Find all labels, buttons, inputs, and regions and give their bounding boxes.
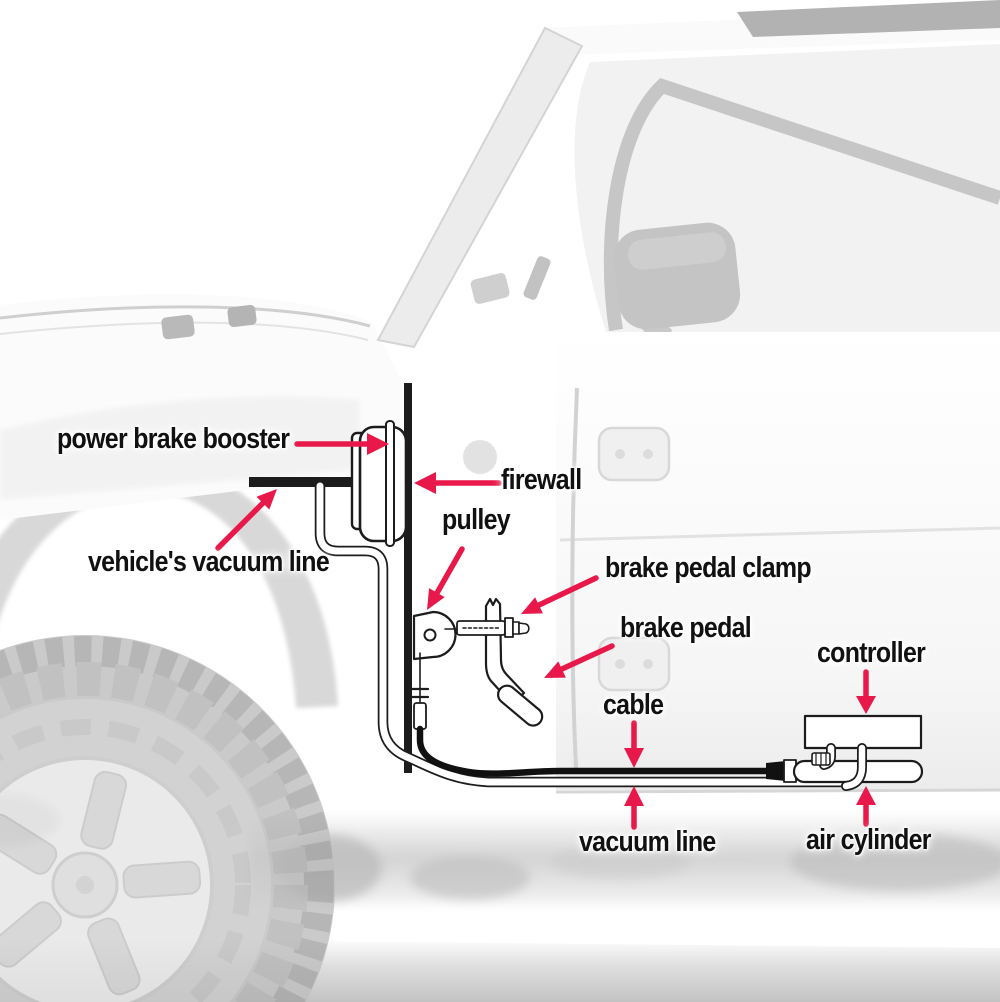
door-window-frame <box>603 78 1000 332</box>
arrow-firewall <box>414 472 502 494</box>
fender-flare <box>0 461 338 708</box>
label-air-cylinder: air cylinder <box>806 824 932 856</box>
cable-end-connector <box>766 761 786 781</box>
air-fitting <box>811 752 831 766</box>
roof-rail <box>737 0 1000 37</box>
vehicles-vacuum-line-bar <box>249 477 363 487</box>
rocker-line <box>555 788 1000 794</box>
label-brake-pedal: brake pedal <box>620 612 752 644</box>
door-hinge-lower <box>597 636 671 692</box>
wheel-spokes <box>0 770 202 996</box>
label-vehicles-vacuum-line: vehicle's vacuum line <box>88 546 330 578</box>
cowl-badge <box>463 440 497 474</box>
firewall-line <box>404 383 412 773</box>
power-brake-booster-drawing <box>350 420 408 547</box>
label-controller: controller <box>817 637 926 669</box>
door-gap <box>570 387 579 769</box>
windshield-hinge <box>470 273 510 304</box>
arrow-brake-pedal-clamp <box>521 575 599 614</box>
hood-latch <box>227 304 257 328</box>
windshield-bracket <box>523 256 551 300</box>
label-cable: cable <box>603 689 664 721</box>
arrow-vehicles-vacuum-line <box>215 489 277 551</box>
arrow-air-cylinder <box>856 786 876 827</box>
cable-sleeve <box>413 702 427 730</box>
cable-thin-runs <box>410 628 460 704</box>
arrow-power-brake-booster <box>294 433 389 455</box>
label-pulley: pulley <box>442 504 511 536</box>
arrow-vacuum-line <box>624 786 644 830</box>
arrow-brake-pedal <box>544 643 615 678</box>
label-power-brake-booster: power brake booster <box>57 423 290 455</box>
pulley-drawing <box>412 610 457 661</box>
door <box>555 332 1000 794</box>
vacuum-line-tube <box>314 480 858 788</box>
booster-mount-plate <box>385 420 395 547</box>
arrow-controller <box>856 669 876 714</box>
controller-hoses <box>811 743 867 791</box>
diagram-art <box>215 383 924 830</box>
label-vacuum-line: vacuum line <box>579 826 716 858</box>
label-firewall: firewall <box>501 464 582 496</box>
arrow-pulley <box>427 546 465 610</box>
cable-drawing <box>416 725 786 781</box>
front-wheel <box>0 635 335 1002</box>
callout-arrows <box>215 433 876 830</box>
brake-pedal-clamp-drawing <box>456 617 530 638</box>
hood <box>0 294 497 520</box>
brake-pedal-drawing <box>484 597 544 727</box>
a-pillar <box>376 26 584 349</box>
hood-latch <box>161 314 195 340</box>
door-hinge-upper <box>597 426 671 482</box>
label-brake-pedal-clamp: brake pedal clamp <box>605 552 812 584</box>
arrow-cable <box>624 720 644 768</box>
brake-pedal-pad <box>497 684 544 727</box>
